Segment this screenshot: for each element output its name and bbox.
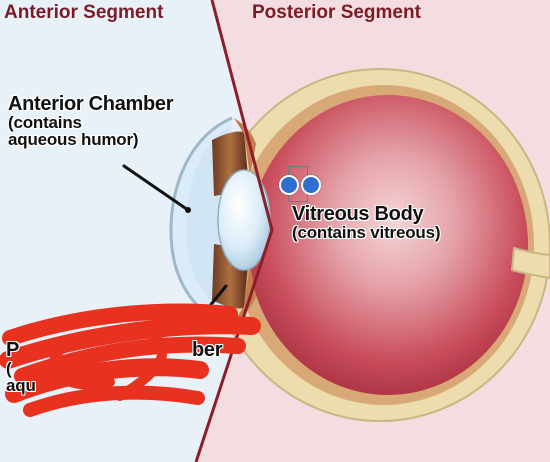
redaction-scribble [0,303,261,417]
anterior-chamber-line2: aqueous humor) [8,130,139,149]
vitreous-body-title: Vitreous Body [292,203,424,225]
anterior-chamber-title: Anterior Chamber [8,93,174,115]
posterior-chamber-fragment-line1: ( [6,359,12,378]
posterior-chamber-label-fragment: P ( aqu [6,340,36,394]
posterior-chamber-fragment-tail-text: ber [192,339,223,361]
ciliary-body-upper [234,118,256,176]
annotation-markers[interactable] [279,175,321,195]
anterior-chamber-pointer-end [185,207,191,213]
optic-nerve [510,246,550,280]
vitreous-body-line1: (contains vitreous) [292,223,441,242]
blue-dot-marker-icon[interactable] [301,175,321,195]
segment-divider-line [194,0,274,462]
blue-dot-marker-icon[interactable] [279,175,299,195]
posterior-chamber-fragment-tail: ber [192,339,223,361]
posterior-segment-title: Posterior Segment [252,2,421,23]
anterior-segment-title: Anterior Segment [4,2,164,23]
posterior-chamber-fragment-line2: aqu [6,376,36,395]
vitreous-body-label: Vitreous Body (contains vitreous) [292,204,440,241]
anterior-chamber-line1: (contains [8,113,82,132]
lens [217,169,271,271]
ciliary-body-lower [234,264,256,322]
posterior-chamber-fragment-title: P [6,339,20,361]
anterior-chamber-pointer [122,164,190,212]
anterior-chamber-label: Anterior Chamber (contains aqueous humor… [8,93,174,149]
vitreous-chamber [248,95,528,395]
